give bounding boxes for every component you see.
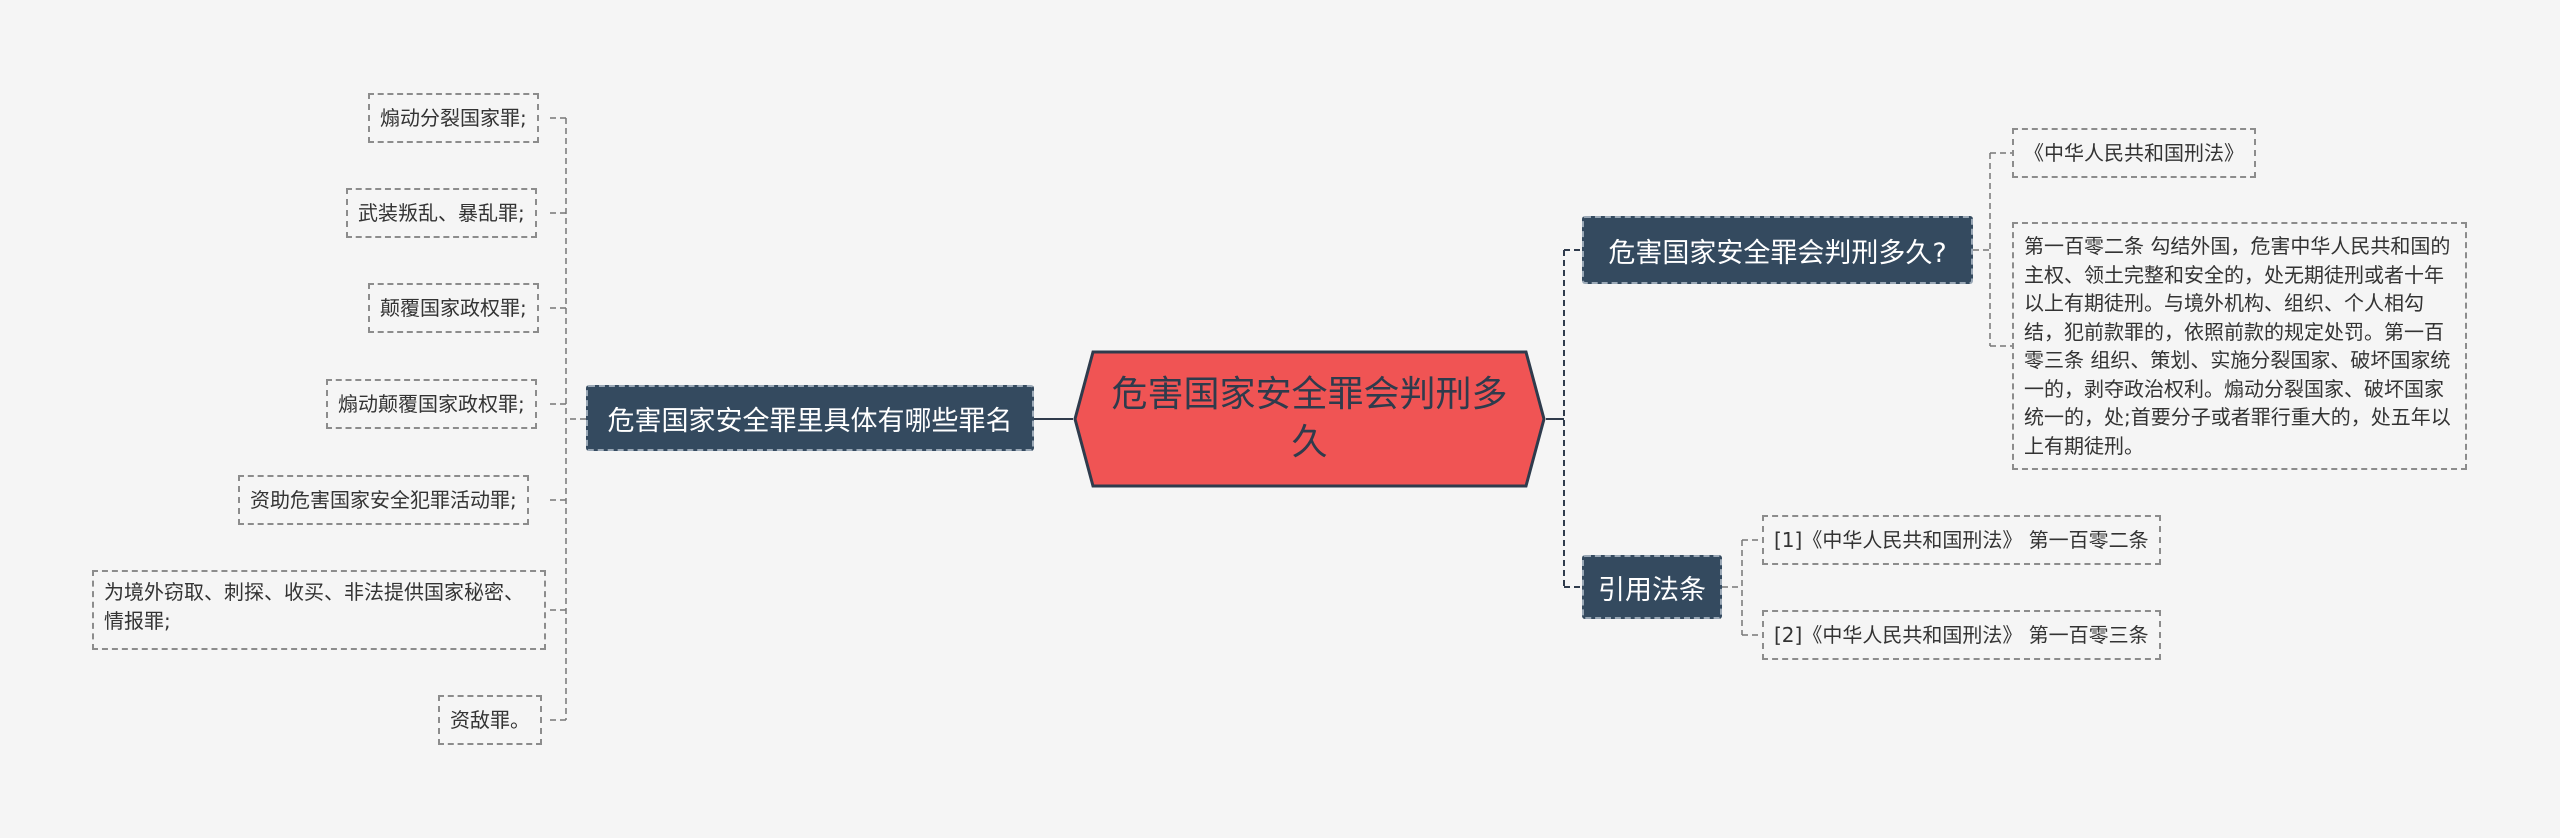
leaf-charge-6[interactable]: 为境外窃取、刺探、收买、非法提供国家秘密、 情报罪; (92, 570, 546, 650)
leaf-charge-5[interactable]: 资助危害国家安全犯罪活动罪; (238, 475, 529, 525)
leaf-citation-1[interactable]: [1]《中华人民共和国刑法》 第一百零二条 (1762, 515, 2161, 565)
leaf-charge-1-label: 煽动分裂国家罪; (380, 105, 527, 130)
branch-sentence-question[interactable]: 危害国家安全罪会判刑多久? (1582, 216, 1973, 284)
leaf-law-source-label: 《中华人民共和国刑法》 (2024, 140, 2244, 165)
leaf-charge-6-label: 为境外窃取、刺探、收买、非法提供国家秘密、 情报罪; (104, 580, 524, 633)
root-hexagon-shape (1073, 350, 1546, 488)
leaf-citation-2[interactable]: [2]《中华人民共和国刑法》 第一百零三条 (1762, 610, 2161, 660)
leaf-citation-1-label: [1]《中华人民共和国刑法》 第一百零二条 (1774, 527, 2149, 552)
leaf-citation-2-label: [2]《中华人民共和国刑法》 第一百零三条 (1774, 622, 2149, 647)
root-title: 危害国家安全罪会判刑多久 (1111, 374, 1508, 463)
branch-cited-articles[interactable]: 引用法条 (1582, 555, 1722, 619)
branch-charges-label: 危害国家安全罪里具体有哪些罪名 (607, 405, 1013, 437)
root-node[interactable]: 危害国家安全罪会判刑多久 (1073, 350, 1546, 488)
leaf-charge-3[interactable]: 颠覆国家政权罪; (368, 283, 539, 333)
leaf-law-text[interactable]: 第一百零二条 勾结外国，危害中华人民共和国的主权、领土完整和安全的，处无期徒刑或… (2012, 222, 2467, 470)
leaf-charge-2-label: 武装叛乱、暴乱罪; (358, 200, 525, 225)
leaf-charge-4[interactable]: 煽动颠覆国家政权罪; (326, 379, 537, 429)
leaf-charge-5-label: 资助危害国家安全犯罪活动罪; (250, 487, 517, 512)
leaf-charge-7-label: 资敌罪。 (450, 707, 530, 732)
branch-charges-list[interactable]: 危害国家安全罪里具体有哪些罪名 (586, 385, 1034, 451)
leaf-charge-4-label: 煽动颠覆国家政权罪; (338, 391, 525, 416)
branch-sentence-label: 危害国家安全罪会判刑多久? (1608, 237, 1947, 269)
branch-cited-label: 引用法条 (1598, 574, 1706, 606)
leaf-charge-2[interactable]: 武装叛乱、暴乱罪; (346, 188, 537, 238)
leaf-charge-3-label: 颠覆国家政权罪; (380, 295, 527, 320)
leaf-law-text-content: 第一百零二条 勾结外国，危害中华人民共和国的主权、领土完整和安全的，处无期徒刑或… (2024, 234, 2451, 458)
leaf-law-source[interactable]: 《中华人民共和国刑法》 (2012, 128, 2256, 178)
leaf-charge-7[interactable]: 资敌罪。 (438, 695, 542, 745)
leaf-charge-1[interactable]: 煽动分裂国家罪; (368, 93, 539, 143)
